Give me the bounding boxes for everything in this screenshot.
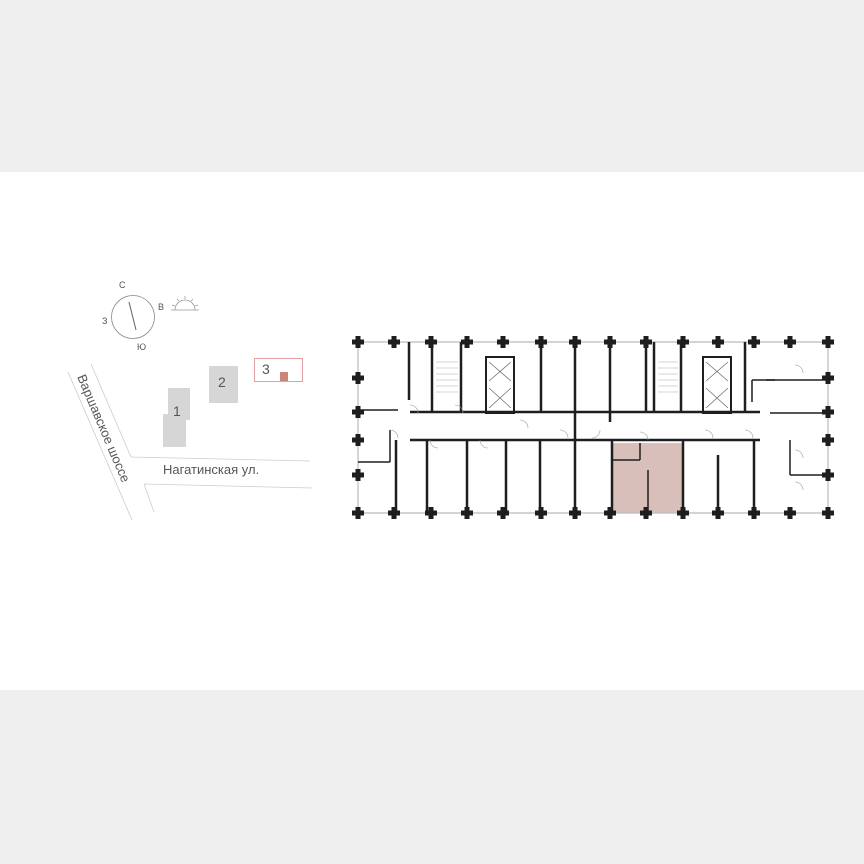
street-label: Нагатинская ул. — [163, 462, 260, 477]
building-2[interactable] — [209, 366, 238, 403]
compass-south-label: Ю — [137, 342, 147, 352]
building-1-label: 1 — [173, 403, 181, 419]
building-1[interactable] — [168, 388, 190, 420]
content-panel — [0, 172, 864, 690]
building-1-wing[interactable] — [163, 414, 186, 447]
selected-section-marker — [280, 372, 288, 381]
building-3-selected[interactable] — [254, 358, 303, 382]
compass-west-label: З — [102, 316, 108, 326]
sunrise-icon — [171, 296, 199, 311]
walls — [358, 342, 828, 513]
compass-north-label: С — [119, 280, 126, 290]
building-3-label: 3 — [262, 361, 270, 377]
compass-east-label: В — [158, 302, 165, 312]
columns — [352, 336, 834, 519]
building-2-label: 2 — [218, 374, 226, 390]
